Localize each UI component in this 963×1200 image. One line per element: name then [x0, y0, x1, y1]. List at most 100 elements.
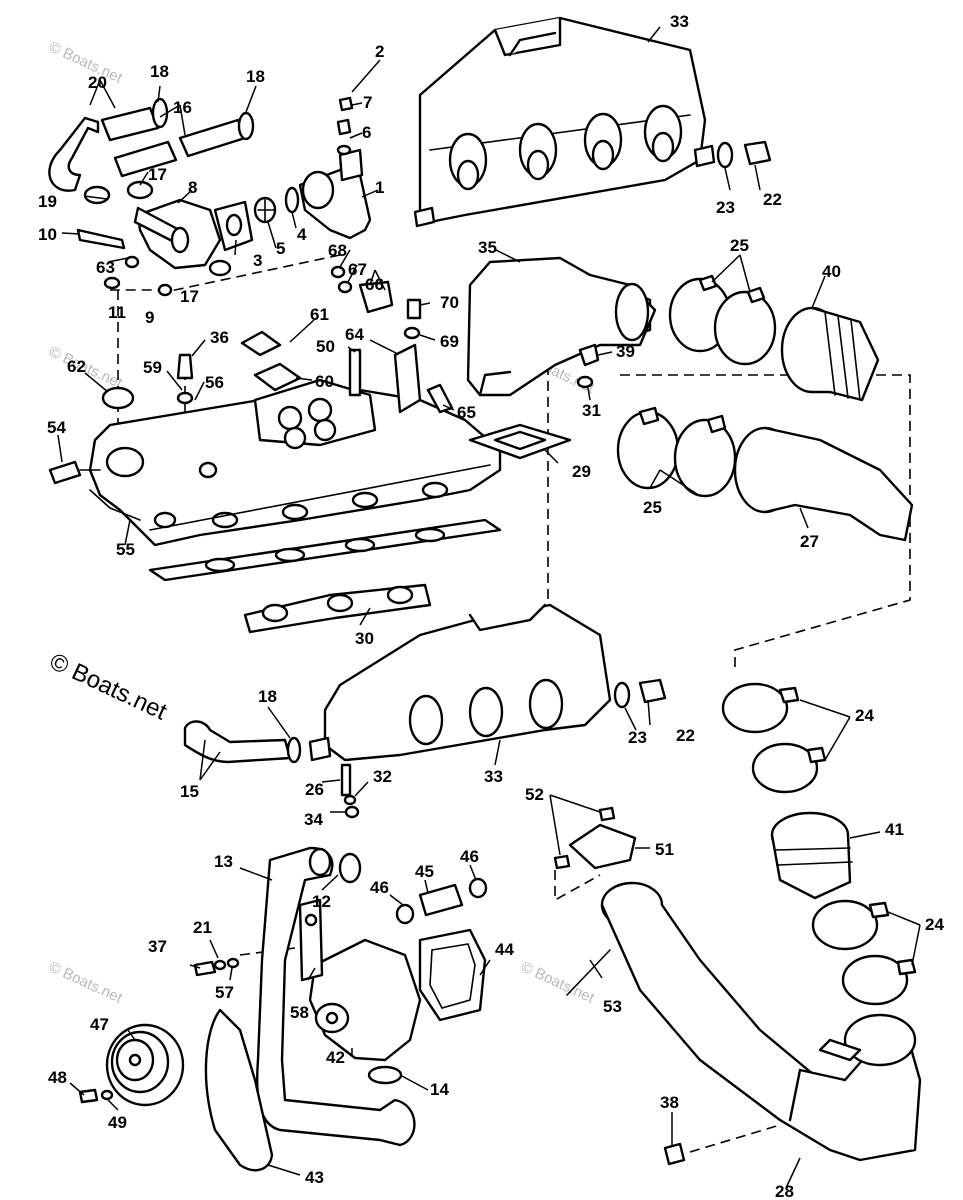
gasket-and-sleeve-upper [716, 140, 772, 169]
plate-61 [240, 330, 282, 357]
callout-6: 6 [362, 123, 371, 142]
callout-18: 18 [150, 62, 169, 81]
callout-59: 59 [143, 358, 162, 377]
screw-52-top [598, 806, 616, 822]
callout-15: 15 [180, 782, 199, 801]
callout-45: 45 [415, 862, 434, 881]
fitting-36-59 [176, 353, 194, 405]
cover-51 [568, 823, 637, 870]
intake-manifold [88, 378, 502, 547]
callout-2: 2 [375, 42, 384, 61]
tube-53 [566, 949, 611, 996]
bolt-70 [406, 298, 422, 320]
callout-16: 16 [173, 98, 192, 117]
gasket-60 [253, 362, 302, 392]
callout-40: 40 [822, 262, 841, 281]
callout-13: 13 [214, 852, 233, 871]
drive-belt-43 [204, 1008, 274, 1172]
callout-14: 14 [430, 1080, 449, 1099]
callout-29: 29 [572, 462, 591, 481]
callout-18c: 18 [258, 687, 277, 706]
clamps-24-upper [721, 682, 827, 794]
callout-68: 68 [328, 241, 347, 260]
bellows-40 [780, 306, 880, 402]
watermark-text: © Boats.net [46, 958, 125, 1007]
callout-55: 55 [116, 540, 135, 559]
callout-61: 61 [310, 305, 329, 324]
watermark-text: © Boats.net [46, 38, 125, 87]
thermostat-5 [253, 196, 277, 224]
callout-64: 64 [345, 325, 364, 344]
bracket-64 [393, 343, 422, 414]
exhaust-manifold-upper [413, 16, 716, 228]
bolts-2-6-7 [336, 96, 354, 156]
exhaust-manifold-lower [308, 603, 612, 762]
callout-labels: 1 2 3 4 5 6 7 8 9 10 11 12 13 14 15 16 1… [38, 12, 944, 1200]
callout-9: 9 [145, 308, 154, 327]
nut-68 [330, 265, 346, 279]
clamp-46-right [468, 877, 488, 899]
callout-22: 22 [763, 190, 782, 209]
clamps-25-lower [616, 406, 737, 498]
watermark-text: © Boats.net [518, 958, 597, 1007]
washer-49 [100, 1089, 114, 1101]
bolt-48 [78, 1088, 99, 1104]
washer-21 [213, 959, 227, 971]
callout-38: 38 [660, 1093, 679, 1112]
wire-55 [89, 489, 141, 521]
callout-20: 20 [88, 73, 107, 92]
gasket-4 [284, 186, 300, 214]
callout-46b: 46 [370, 878, 389, 897]
sensor-54 [48, 460, 101, 485]
callout-35: 35 [478, 238, 497, 257]
callout-3: 3 [253, 251, 262, 270]
callout-23: 23 [716, 198, 735, 217]
callout-51: 51 [655, 840, 674, 859]
washer-69 [403, 326, 421, 340]
callout-69: 69 [440, 332, 459, 351]
thermostat-housing-8 [133, 198, 222, 270]
clamp-14 [367, 1065, 403, 1085]
callout-25: 25 [730, 236, 749, 255]
gasket-44 [418, 928, 487, 1022]
nut-67 [337, 280, 353, 294]
bolt-37 [193, 960, 217, 977]
callout-48: 48 [48, 1068, 67, 1087]
washer-31 [576, 375, 594, 389]
callout-32: 32 [373, 767, 392, 786]
exhaust-elbow [466, 256, 657, 397]
callout-37: 37 [148, 937, 167, 956]
callout-17: 17 [148, 165, 167, 184]
callout-33b: 33 [484, 767, 503, 786]
callout-70: 70 [440, 293, 459, 312]
clamp-17 [208, 259, 232, 277]
callout-22b: 22 [676, 726, 695, 745]
bolt-39 [578, 343, 600, 367]
callout-30: 30 [355, 629, 374, 648]
thermostat-cover-1 [298, 148, 372, 240]
callout-46: 46 [460, 847, 479, 866]
washer-57 [226, 957, 240, 969]
clamp-46-left [395, 903, 415, 925]
callout-63: 63 [96, 258, 115, 277]
callout-43: 43 [305, 1168, 324, 1187]
callout-47: 47 [90, 1015, 109, 1034]
gasket-29 [468, 423, 572, 460]
callout-23b: 23 [628, 728, 647, 747]
callout-53: 53 [603, 997, 622, 1016]
bolt-11-head [103, 276, 121, 290]
exhaust-gasket-30 [243, 583, 432, 634]
hose-45 [418, 883, 464, 917]
leader-lines [57, 26, 921, 1189]
callout-49: 49 [108, 1113, 127, 1132]
callout-65: 65 [457, 403, 476, 422]
callout-60: 60 [315, 372, 334, 391]
callout-1: 1 [375, 178, 384, 197]
bracket-58 [298, 898, 324, 982]
callout-44: 44 [495, 940, 514, 959]
hose-15 [183, 720, 302, 764]
hoses-top-left [48, 97, 255, 205]
callout-4: 4 [297, 225, 307, 244]
pulley-47 [105, 1023, 185, 1107]
